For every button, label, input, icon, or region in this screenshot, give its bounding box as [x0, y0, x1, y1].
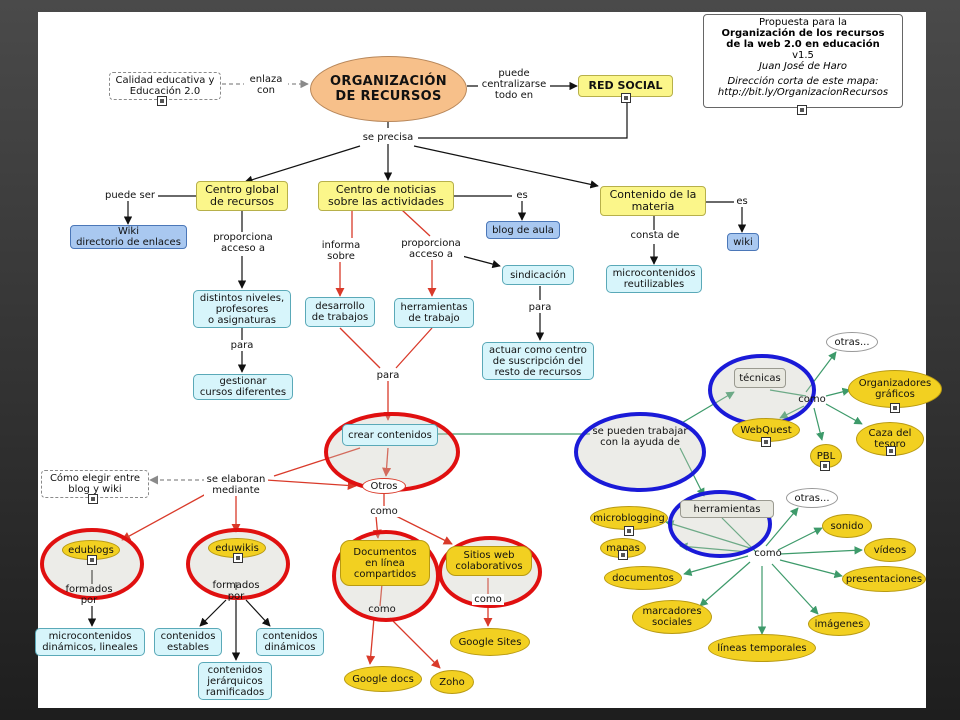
info-title-line-1: Organización de los recursos — [721, 28, 885, 39]
node-contenido-materia[interactable]: Contenido de la materia — [600, 186, 706, 216]
node-google-sites[interactable]: Google Sites — [450, 628, 530, 656]
green-links — [438, 351, 863, 635]
node-actuar-centro[interactable]: actuar como centro de suscripción del re… — [482, 342, 594, 380]
node-blog-aula[interactable]: blog de aula — [486, 221, 560, 239]
node-crear-contenidos[interactable]: crear contenidos — [342, 424, 438, 446]
node-herramientas-trabajo[interactable]: herramientas de trabajo — [394, 298, 474, 328]
info-title-line-2: de la web 2.0 en educación — [726, 39, 880, 50]
info-short-url: http://bit.ly/OrganizacionRecursos — [717, 87, 889, 98]
node-como-elegir[interactable]: Cómo elegir entre blog y wiki — [41, 470, 149, 498]
resource-icon[interactable] — [233, 553, 243, 563]
link-label-se-pueden-trabajar: se pueden trabajar con la ayuda de — [592, 426, 688, 448]
resource-icon[interactable] — [624, 526, 634, 536]
highlight-tecnicas — [708, 354, 816, 426]
node-otros-top[interactable]: otras... — [826, 332, 878, 352]
node-calidad[interactable]: Calidad educativa y Educación 2.0 — [109, 72, 221, 100]
link-label-como: como — [368, 604, 396, 615]
node-wiki-directorio[interactable]: Wiki directorio de enlaces — [70, 225, 187, 249]
resource-icon[interactable] — [157, 96, 167, 106]
resource-icon[interactable] — [621, 93, 631, 103]
link-label-enlaza-con: enlaza con — [244, 74, 288, 96]
link-label-puede-centralizarse: puede centralizarse todo en — [478, 68, 550, 101]
node-centro-noticias[interactable]: Centro de noticias sobre las actividades — [318, 181, 454, 211]
link-label-consta-de: consta de — [626, 230, 684, 241]
info-version: v1.5 — [792, 50, 814, 61]
link-label-formados-por: formados por — [65, 584, 113, 606]
node-herramientas[interactable]: herramientas — [680, 500, 774, 518]
highlight-se-pueden-trabajar — [574, 412, 706, 492]
node-tecnicas[interactable]: técnicas — [734, 368, 786, 388]
link-label-puede-ser: puede ser — [102, 190, 158, 201]
node-gestionar[interactable]: gestionar cursos diferentes — [193, 374, 293, 400]
info-line-1: Propuesta para la — [759, 17, 847, 28]
link-label-como: como — [798, 394, 826, 405]
link-label-proporciona-acceso: proporciona acceso a — [206, 232, 280, 254]
node-sonido[interactable]: sonido — [822, 514, 872, 538]
link-label-para: para — [526, 302, 554, 313]
node-google-docs[interactable]: Google docs — [344, 666, 422, 692]
resource-icon[interactable] — [761, 437, 771, 447]
node-microblogging[interactable]: microblogging — [590, 506, 668, 530]
node-marcadores[interactable]: marcadores sociales — [632, 600, 712, 634]
resource-icon[interactable] — [797, 105, 807, 115]
node-presentaciones[interactable]: presentaciones — [842, 566, 926, 592]
link-label-formados-por: formados por — [212, 580, 260, 602]
node-otros-mid[interactable]: otras... — [786, 488, 838, 508]
black-links — [87, 79, 747, 661]
resource-icon[interactable] — [820, 461, 830, 471]
info-author: Juan José de Haro — [758, 61, 848, 72]
resource-icon[interactable] — [618, 550, 628, 560]
link-label-es: es — [514, 190, 530, 201]
node-imagenes[interactable]: imágenes — [808, 612, 870, 636]
node-red-social[interactable]: RED SOCIAL — [578, 75, 673, 97]
node-organizadores[interactable]: Organizadores gráficos — [848, 370, 942, 408]
node-microcontenidos-dinamicos[interactable]: microcontenidos dinámicos, lineales — [35, 628, 145, 656]
node-sindicacion[interactable]: sindicación — [502, 265, 574, 285]
resource-icon[interactable] — [88, 494, 98, 504]
node-main[interactable]: ORGANIZACIÓN DE RECURSOS — [310, 56, 467, 122]
resource-icon[interactable] — [886, 446, 896, 456]
link-label-es: es — [734, 196, 750, 207]
node-zoho[interactable]: Zoho — [430, 670, 474, 694]
node-videos[interactable]: vídeos — [864, 538, 916, 562]
node-desarrollo[interactable]: desarrollo de trabajos — [305, 297, 375, 327]
node-contenidos-dinamicos[interactable]: contenidos dinámicos — [256, 628, 324, 656]
info-short-url-label: Dirección corta de este mapa: — [727, 76, 879, 87]
node-documentos-linea[interactable]: Documentos en línea compartidos — [340, 540, 430, 586]
node-otros-red[interactable]: Otros — [362, 478, 406, 494]
node-documentos[interactable]: documentos — [604, 566, 682, 590]
link-label-como: como — [472, 594, 504, 605]
node-contenidos-estables[interactable]: contenidos estables — [154, 628, 222, 656]
node-contenidos-jerarquicos[interactable]: contenidos jerárquicos ramificados — [198, 662, 272, 700]
link-label-se-precisa: se precisa — [358, 132, 418, 143]
link-label-para: para — [374, 370, 402, 381]
link-label-como: como — [368, 506, 400, 517]
map-info-box: Propuesta para la Organización de los re… — [703, 14, 903, 108]
link-label-para: para — [228, 340, 256, 351]
node-centro-global[interactable]: Centro global de recursos — [196, 181, 288, 211]
node-lineas-temporales[interactable]: líneas temporales — [708, 634, 816, 662]
resource-icon[interactable] — [890, 403, 900, 413]
node-wiki[interactable]: wiki — [727, 233, 759, 251]
node-distintos-niveles[interactable]: distintos niveles, profesores o asignatu… — [193, 290, 291, 328]
node-microcontenidos-reutilizables[interactable]: microcontenidos reutilizables — [606, 265, 702, 293]
link-label-proporciona-acceso: proporciona acceso a — [398, 238, 464, 260]
link-label-como: como — [754, 548, 782, 559]
link-label-se-elaboran: se elaboran mediante — [204, 474, 268, 496]
resource-icon[interactable] — [87, 555, 97, 565]
link-label-informa-sobre: informa sobre — [318, 240, 364, 262]
node-sitios-web[interactable]: Sitios web colaborativos — [446, 546, 532, 576]
